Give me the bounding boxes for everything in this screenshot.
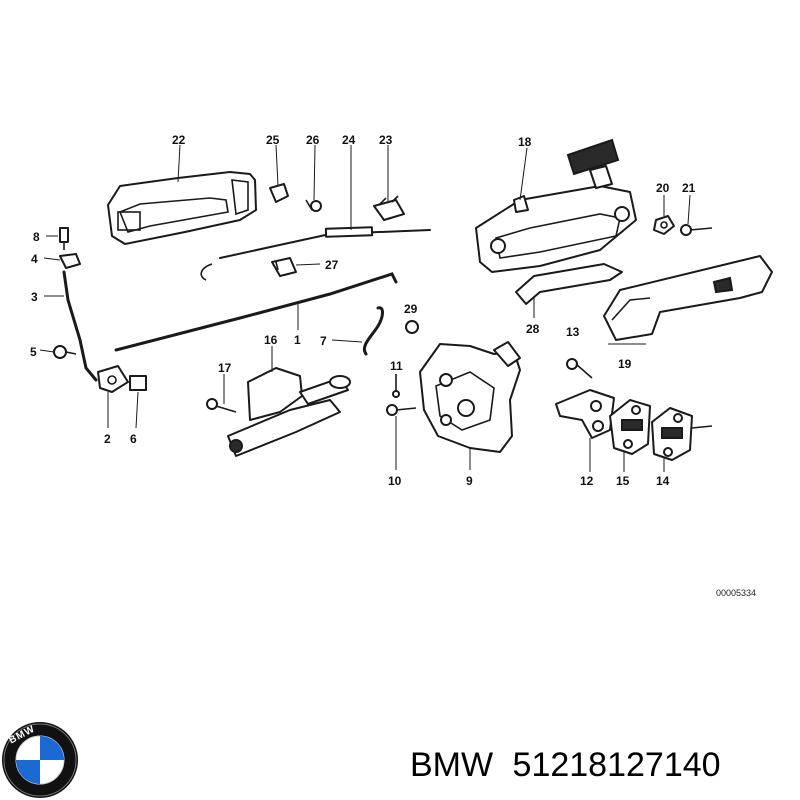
reference-code: 00005334	[716, 588, 756, 598]
part-23-clip	[373, 195, 405, 221]
part-number-label: BMW 51218127140	[410, 746, 721, 784]
callout-6: 6	[130, 432, 137, 446]
part-18-outer-handle	[475, 138, 637, 273]
part-16-actuator	[227, 367, 351, 457]
callout-19: 19	[618, 357, 632, 371]
callout-22: 22	[172, 133, 186, 147]
leader-7	[331, 339, 363, 343]
leader-25	[275, 144, 279, 187]
leader-5	[39, 349, 55, 353]
part-9-lock-body	[419, 341, 521, 453]
callout-8: 8	[33, 230, 40, 244]
leader-22	[177, 144, 181, 183]
part-19-handle-grip	[603, 255, 773, 341]
part-13-screw	[566, 358, 593, 379]
part-6-clip	[129, 375, 147, 391]
part-11-screw	[392, 374, 400, 398]
callout-26: 26	[306, 133, 320, 147]
part-number: 51218127140	[513, 746, 721, 784]
part-2-lever	[97, 365, 129, 393]
callout-16: 16	[264, 333, 278, 347]
callout-29: 29	[404, 302, 418, 316]
callout-21: 21	[682, 181, 696, 195]
bmw-logo: BMW	[2, 722, 78, 798]
callout-23: 23	[379, 133, 393, 147]
leader-21	[687, 194, 691, 225]
part-26-bushing	[305, 199, 322, 212]
part-4-clip	[59, 253, 81, 269]
brand-name: BMW	[410, 746, 493, 784]
part-27-clip	[271, 257, 297, 277]
callout-12: 12	[580, 474, 594, 488]
callout-2: 2	[104, 432, 111, 446]
callout-17: 17	[218, 361, 232, 375]
part-29-grommet	[405, 320, 419, 334]
part-1-rod	[114, 272, 398, 352]
callout-24: 24	[342, 133, 356, 147]
part-24-cable	[200, 226, 431, 281]
callout-20: 20	[656, 181, 670, 195]
callout-13: 13	[566, 325, 580, 339]
callout-11: 11	[390, 359, 403, 373]
callout-18: 18	[518, 135, 532, 149]
callout-28: 28	[526, 322, 540, 336]
leader-18	[519, 147, 528, 201]
part-25-clip	[269, 183, 289, 203]
part-28-seal	[515, 263, 623, 305]
leader-26	[313, 144, 316, 201]
callout-4: 4	[31, 252, 38, 266]
part-21-screw	[680, 224, 713, 236]
part-22-inner-handle	[107, 171, 257, 245]
callout-25: 25	[266, 133, 280, 147]
part-20-nut	[653, 215, 675, 235]
callout-14: 14	[656, 474, 670, 488]
callout-10: 10	[388, 474, 402, 488]
callout-5: 5	[30, 345, 37, 359]
part-14-plate	[651, 407, 713, 461]
leader-27	[295, 263, 321, 266]
callout-7: 7	[320, 334, 327, 348]
part-10-screw	[386, 404, 417, 416]
leader-6	[135, 391, 139, 429]
part-5-screw	[53, 345, 77, 359]
callout-9: 9	[466, 474, 473, 488]
callout-27: 27	[325, 258, 339, 272]
callout-1: 1	[294, 333, 301, 347]
leader-4	[43, 257, 61, 261]
part-3-rod	[62, 270, 98, 382]
part-12-striker	[555, 389, 615, 439]
part-8-screw	[59, 227, 69, 250]
callout-15: 15	[616, 474, 630, 488]
part-15-plate	[609, 399, 651, 455]
part-7-hook-rod	[363, 306, 384, 356]
callout-3: 3	[31, 290, 38, 304]
part-17-screw	[206, 398, 237, 413]
